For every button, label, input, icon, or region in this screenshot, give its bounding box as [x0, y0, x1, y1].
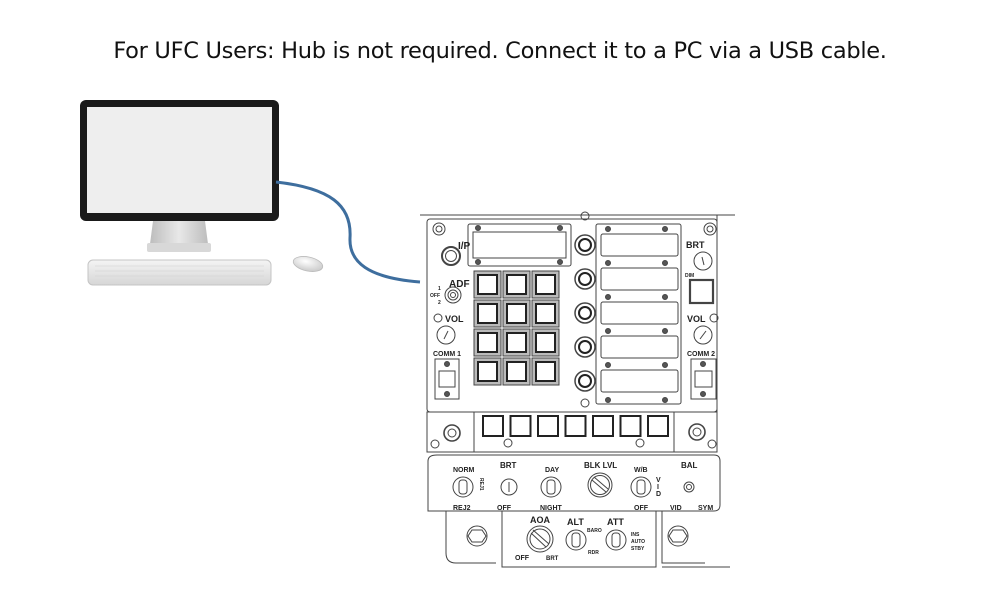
- att-label: ATT: [607, 517, 624, 527]
- hud-left-knob[interactable]: [443, 424, 461, 442]
- option-display-windows: [600, 226, 679, 403]
- keypad-key[interactable]: [502, 299, 531, 328]
- hud-right-knob[interactable]: [688, 423, 706, 441]
- brightness-button[interactable]: [688, 278, 715, 305]
- bal-label: BAL: [681, 461, 698, 470]
- function-button[interactable]: [509, 415, 532, 437]
- function-button[interactable]: [537, 415, 559, 437]
- option-select-button[interactable]: [574, 302, 596, 324]
- aoa-knob[interactable]: [526, 525, 554, 553]
- day-label: DAY: [545, 467, 559, 474]
- function-button[interactable]: [647, 415, 669, 437]
- keypad-key[interactable]: [473, 299, 502, 328]
- vol-left-knob[interactable]: [436, 325, 456, 345]
- vid-d-label: D: [656, 491, 661, 498]
- auto-label: AUTO: [631, 539, 645, 545]
- vol-right-knob[interactable]: [693, 325, 713, 345]
- hud-brt-label: BRT: [500, 461, 517, 470]
- vid-i-label: I: [657, 484, 659, 491]
- adf-off-label: OFF: [430, 293, 440, 299]
- option-select-button[interactable]: [574, 336, 596, 358]
- adf-switch[interactable]: [444, 286, 462, 304]
- night-label: NIGHT: [540, 505, 563, 512]
- vol-left-label: VOL: [445, 314, 464, 324]
- aoa-brt-label: BRT: [546, 556, 559, 562]
- adf-2-label: 2: [438, 300, 441, 306]
- option-select-button[interactable]: [574, 370, 596, 392]
- option-display-window: [600, 369, 679, 393]
- rej2-label: REJ2: [453, 505, 471, 512]
- function-button[interactable]: [619, 415, 642, 437]
- sym-label: SYM: [698, 505, 713, 512]
- ip-button[interactable]: [441, 246, 461, 266]
- norm-rej-toggle[interactable]: [452, 476, 474, 498]
- hud-brt-knob[interactable]: [500, 478, 518, 496]
- stby-label: STBY: [631, 546, 645, 552]
- comm2-knob[interactable]: [690, 358, 717, 400]
- keypad: [473, 270, 560, 386]
- function-button[interactable]: [482, 415, 504, 437]
- blk-lvl-knob[interactable]: [587, 472, 613, 498]
- dim-label: DIM: [685, 273, 694, 279]
- keypad-key[interactable]: [531, 357, 560, 386]
- ufc-panel: [420, 211, 735, 568]
- norm-label: NORM: [453, 467, 475, 474]
- adf-label: ADF: [449, 279, 470, 290]
- keypad-key[interactable]: [531, 299, 560, 328]
- keypad-key[interactable]: [502, 328, 531, 357]
- keypad-key[interactable]: [531, 328, 560, 357]
- wb-toggle[interactable]: [630, 476, 652, 498]
- usb-cable-icon: [275, 180, 421, 284]
- option-select-buttons: [574, 234, 596, 392]
- keypad-key[interactable]: [531, 270, 560, 299]
- ip-label: I/P: [458, 241, 471, 252]
- comm2-label: COMM 2: [687, 351, 715, 358]
- wb-label: W/B: [634, 467, 648, 474]
- keypad-key[interactable]: [502, 270, 531, 299]
- vol-right-label: VOL: [687, 314, 706, 324]
- option-select-button[interactable]: [574, 234, 596, 256]
- option-select-button[interactable]: [574, 268, 596, 290]
- alt-toggle[interactable]: [565, 529, 587, 551]
- option-display-window: [600, 267, 679, 291]
- adf-1-label: 1: [438, 286, 441, 292]
- blk-lvl-label: BLK LVL: [584, 461, 617, 470]
- vid-v-label: V: [656, 477, 661, 484]
- keypad-key[interactable]: [502, 357, 531, 386]
- comm1-label: COMM 1: [433, 351, 461, 358]
- rdr-label: RDR: [588, 550, 599, 556]
- keypad-key[interactable]: [473, 328, 502, 357]
- brt-knob[interactable]: [693, 251, 713, 271]
- alt-label: ALT: [567, 517, 584, 527]
- function-button[interactable]: [592, 415, 614, 437]
- mouse-icon: [292, 256, 324, 272]
- comm1-knob[interactable]: [434, 358, 460, 400]
- aoa-off-label: OFF: [515, 555, 530, 562]
- keypad-key[interactable]: [473, 270, 502, 299]
- option-display-window: [600, 335, 679, 359]
- keyboard-icon: [87, 259, 272, 286]
- day-night-toggle[interactable]: [540, 476, 562, 498]
- function-button[interactable]: [564, 415, 587, 437]
- hud-brt-off-label: OFF: [497, 505, 512, 512]
- monitor-icon: [80, 100, 279, 252]
- instruction-caption: For UFC Users: Hub is not required. Conn…: [113, 38, 887, 64]
- att-toggle[interactable]: [605, 529, 627, 551]
- bal-knob[interactable]: [683, 481, 695, 493]
- keypad-key[interactable]: [473, 357, 502, 386]
- ins-label: INS: [631, 532, 640, 538]
- function-buttons: [482, 415, 669, 437]
- aoa-label: AOA: [530, 515, 551, 525]
- option-display-window: [600, 301, 679, 325]
- baro-label: BARO: [587, 528, 602, 534]
- wb-off-label: OFF: [634, 505, 649, 512]
- rej1-label: REJ1: [478, 478, 484, 491]
- option-display-window: [600, 233, 679, 257]
- brt-label: BRT: [686, 240, 705, 250]
- vid-label: VID: [670, 505, 682, 512]
